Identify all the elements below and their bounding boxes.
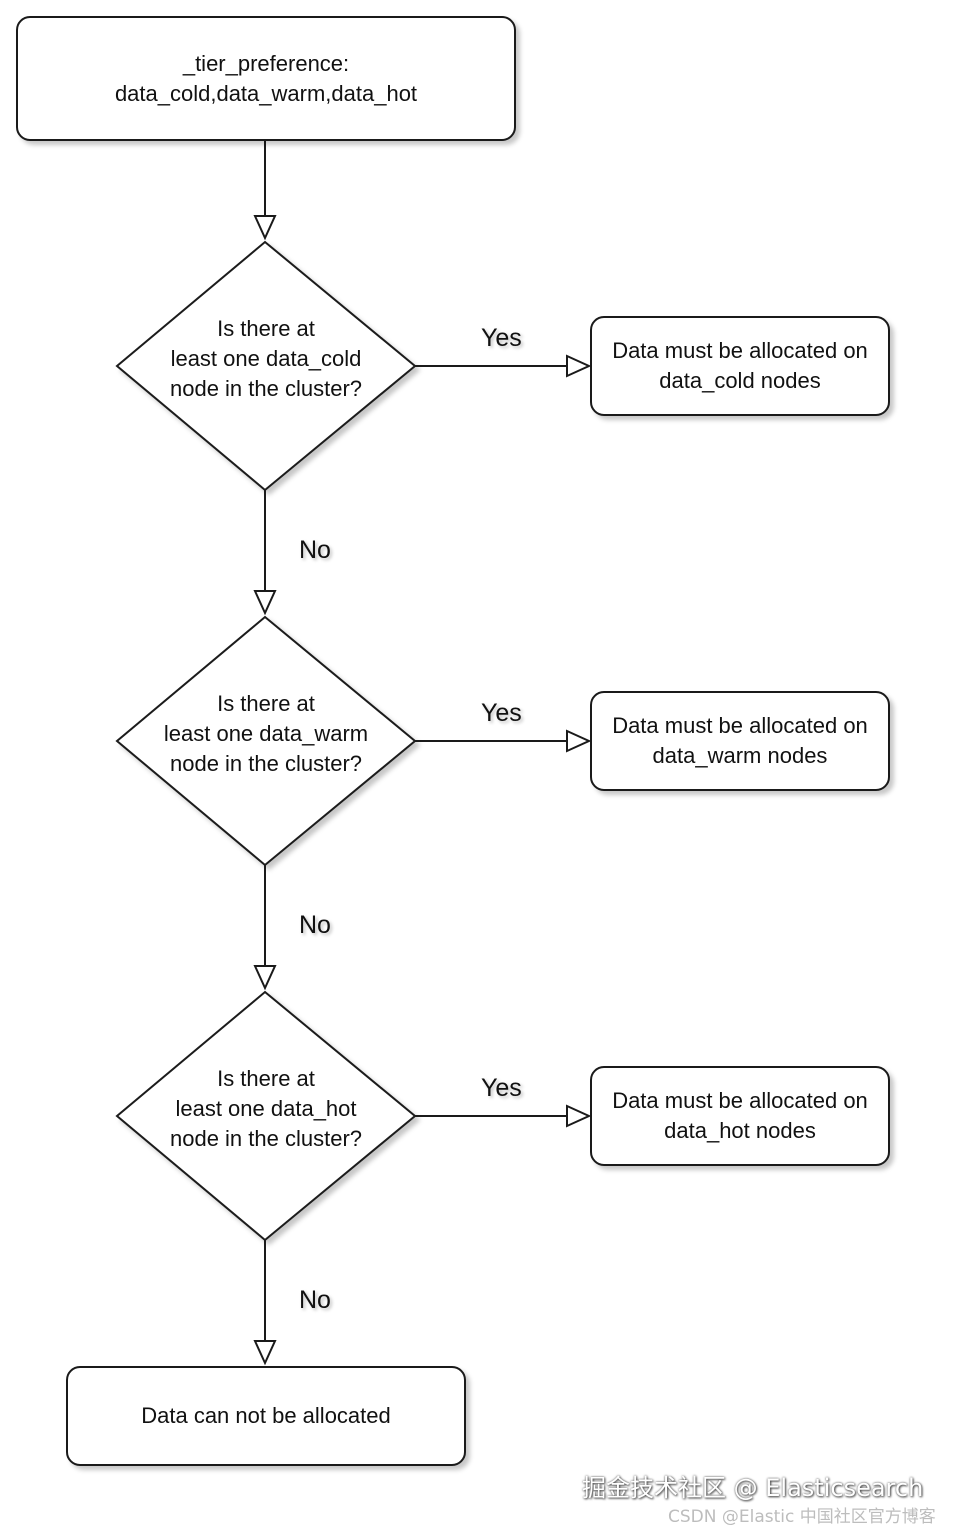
start-line-1: _tier_preference: <box>182 50 350 76</box>
decision-text-1: Is there at least one data_cold node in … <box>116 314 416 404</box>
yes-label-3: Yes <box>481 1074 522 1102</box>
decision-3-line-1: Is there at <box>217 1066 315 1091</box>
decision-2-line-3: node in the cluster? <box>169 751 363 776</box>
result-2-line-1: Data must be allocated on <box>612 713 868 738</box>
decision-1-line-1: Is there at <box>217 316 315 341</box>
no-label-2: No <box>299 911 331 939</box>
decision-text-2: Is there at least one data_warm node in … <box>116 689 416 779</box>
arrow-yes-3 <box>415 1104 592 1128</box>
arrow-no-1 <box>253 490 277 616</box>
arrow-no-3 <box>253 1240 277 1366</box>
arrow-start-to-decision-1 <box>253 141 277 241</box>
result-3-line-1: Data must be allocated on <box>612 1088 868 1113</box>
result-2-line-2: data_warm nodes <box>652 743 828 768</box>
end-node: Data can not be allocated <box>66 1366 466 1466</box>
decision-3-line-3: node in the cluster? <box>169 1126 363 1151</box>
yes-label-1: Yes <box>481 324 522 352</box>
result-3-line-2: data_hot nodes <box>664 1118 816 1143</box>
watermark-csdn: CSDN @Elastic 中国社区官方博客 <box>668 1507 936 1527</box>
decision-text-3: Is there at least one data_hot node in t… <box>116 1064 416 1154</box>
arrow-no-2 <box>253 865 277 991</box>
decision-2-line-1: Is there at <box>217 691 315 716</box>
no-label-3: No <box>299 1286 331 1314</box>
start-node: _tier_preference: data_cold,data_warm,da… <box>16 16 516 141</box>
decision-3-line-2: least one data_hot <box>175 1096 357 1121</box>
arrow-yes-1 <box>415 354 592 378</box>
arrow-yes-2 <box>415 729 592 753</box>
decision-2-line-2: least one data_warm <box>163 721 369 746</box>
yes-label-2: Yes <box>481 699 522 727</box>
no-label-1: No <box>299 536 331 564</box>
result-node-2: Data must be allocated on data_warm node… <box>590 691 890 791</box>
result-1-line-2: data_cold nodes <box>659 368 821 393</box>
result-1-line-1: Data must be allocated on <box>612 338 868 363</box>
end-text: Data can not be allocated <box>141 1403 391 1428</box>
decision-1-line-3: node in the cluster? <box>169 376 363 401</box>
start-line-2: data_cold,data_warm,data_hot <box>114 80 418 106</box>
result-node-1: Data must be allocated on data_cold node… <box>590 316 890 416</box>
result-node-3: Data must be allocated on data_hot nodes <box>590 1066 890 1166</box>
watermark-juejin: 掘金技术社区 @ Elasticsearch <box>582 1474 924 1502</box>
decision-1-line-2: least one data_cold <box>170 346 362 371</box>
